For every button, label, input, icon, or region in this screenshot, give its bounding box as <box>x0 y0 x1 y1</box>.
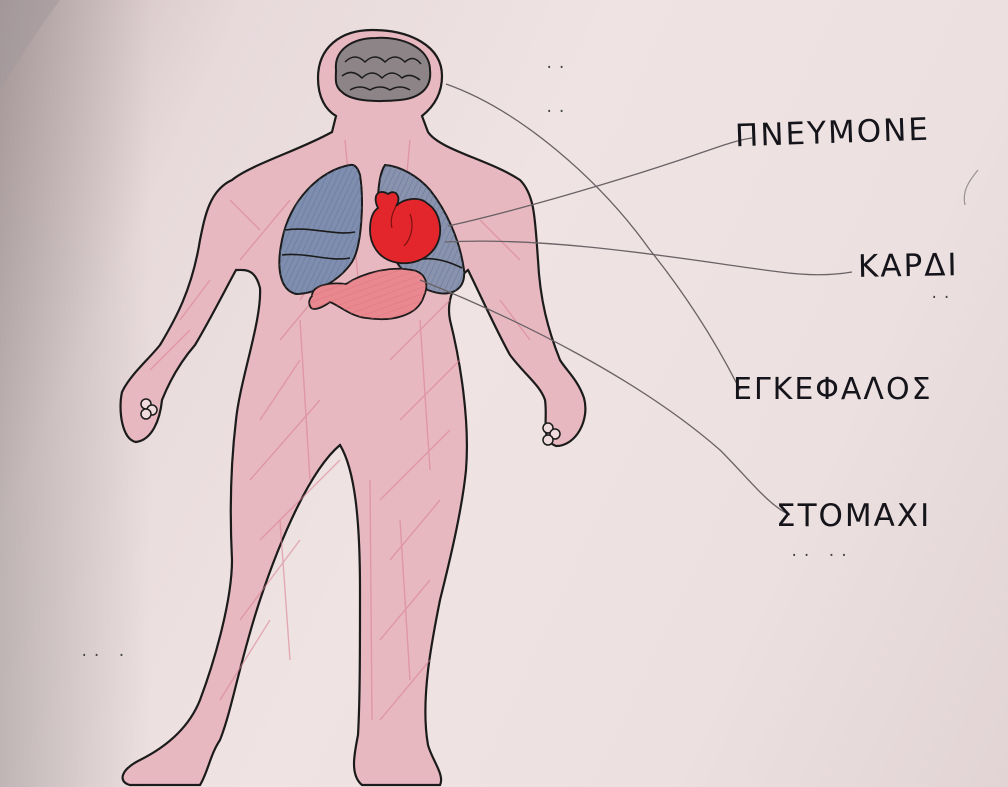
label-lungs: ΠΝΕΥΜΟΝΕ <box>734 112 930 155</box>
dot-marks: ·· <box>545 60 570 76</box>
dot-marks: ·· <box>545 104 570 120</box>
brain-drawing <box>336 38 430 101</box>
dot-marks: ·· <box>930 290 955 306</box>
label-stomach: ΣΤΟΜΑΧΙ <box>776 498 931 534</box>
dot-marks: ·· · <box>80 648 130 664</box>
dot-marks: ·· ·· <box>790 548 852 564</box>
label-heart: ΚΑΡΔΙ <box>858 247 959 285</box>
label-brain: ΕΓΚΕΦΑΛΟΣ <box>733 372 933 407</box>
